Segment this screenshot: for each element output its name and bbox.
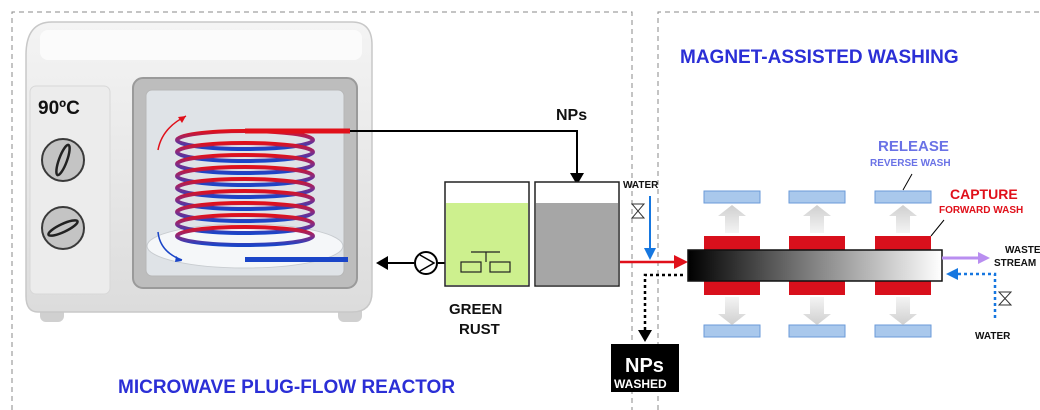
left-section-title: MICROWAVE PLUG-FLOW REACTOR [118, 377, 455, 398]
release-magnet-1 [703, 190, 761, 204]
stirrer-icon [460, 261, 482, 273]
capture-magnet-bottom-2 [789, 281, 845, 295]
capture-callout [930, 219, 945, 237]
nps-input-label: NPs [556, 107, 587, 124]
capture-magnet-top-3 [875, 236, 931, 250]
water-bottom-label: WATER [975, 331, 1011, 342]
water-top-valve-icon [630, 203, 646, 219]
nps-washed-label: NPs [625, 355, 664, 377]
water-top-label: WATER [623, 180, 659, 191]
release-magnet-3 [874, 190, 932, 204]
magnet-arrays [703, 190, 932, 338]
section-borders [11, 11, 1040, 410]
release-label: RELEASE [878, 138, 949, 155]
forward-wash-label: FORWARD WASH [939, 205, 1023, 216]
oven-top-highlight [40, 30, 362, 60]
coil-inlet-pipe [245, 257, 348, 262]
release-magnet-5 [788, 324, 846, 338]
nps-beaker [534, 181, 620, 287]
release-magnet-2 [788, 190, 846, 204]
left-section-border [11, 11, 633, 410]
release-callout [902, 173, 913, 191]
water-bottom-valve-icon [997, 291, 1013, 306]
nps-washed-badge: NPs WASHED [611, 344, 679, 392]
right-section-border [657, 11, 1040, 410]
up-arrow-2 [803, 205, 831, 233]
nps-transfer-line [350, 130, 578, 175]
pump-icon [414, 251, 438, 275]
capture-magnet-bottom-1 [704, 281, 760, 295]
down-arrow-2 [803, 297, 831, 325]
waste-label-2: STREAM [994, 258, 1036, 269]
water-bottom-line [956, 272, 997, 318]
release-magnet-6 [874, 324, 932, 338]
capture-magnet-top-1 [704, 236, 760, 250]
release-magnet-4 [703, 324, 761, 338]
down-arrow-3 [889, 297, 917, 325]
washed-label: WASHED [614, 377, 667, 391]
temperature-dial-icon [41, 138, 85, 182]
capture-magnet-bottom-3 [875, 281, 931, 295]
green-rust-beaker [444, 181, 530, 287]
reverse-wash-label: REVERSE WASH [870, 158, 951, 169]
waste-label-1: WASTE [1005, 245, 1040, 256]
timer-dial-icon [41, 206, 85, 250]
right-section-title: MAGNET-ASSISTED WASHING [680, 47, 959, 68]
up-arrow-1 [718, 205, 746, 233]
green-rust-label-1: GREEN [449, 301, 502, 318]
down-arrow-1 [718, 297, 746, 325]
microwave-oven: 90ºC [25, 21, 373, 322]
capture-label: CAPTURE [950, 186, 1018, 202]
washing-tube [687, 249, 943, 282]
green-rust-label-2: RUST [459, 321, 500, 338]
temperature-label: 90ºC [38, 98, 80, 119]
capture-magnet-top-2 [789, 236, 845, 250]
up-arrow-3 [889, 205, 917, 233]
nps-washed-line [643, 273, 683, 333]
nps-transfer-arrowhead [570, 173, 584, 185]
